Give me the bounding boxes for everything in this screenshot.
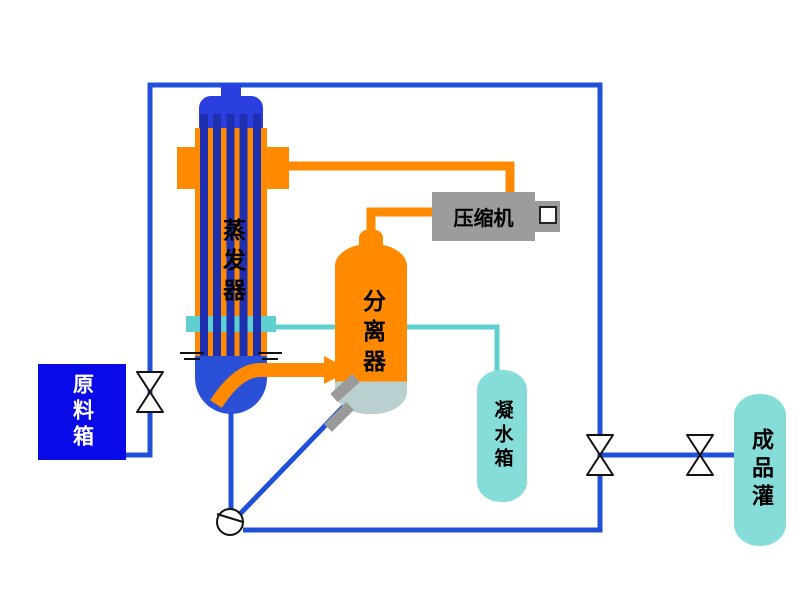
separator-gray-stubs (324, 373, 360, 432)
separator-spout (330, 373, 360, 403)
valve-raw-feed (136, 371, 164, 413)
evaporator-to-compressor-pipe (284, 161, 515, 194)
pump (216, 508, 244, 536)
compressor-box: 压缩机 (432, 192, 535, 241)
separator-drain-stub (324, 402, 354, 432)
raw-material-tank-label: 原料箱 (70, 373, 95, 451)
main-loop-pipe (126, 82, 603, 533)
pump-tangent (216, 513, 244, 523)
evaporator-label: 蒸发器 (218, 218, 245, 308)
raw-material-tank: 原料箱 (38, 364, 126, 460)
transfer-duct-arrowhead (324, 356, 350, 384)
pump-body (216, 508, 244, 536)
transfer-duct-arrow (210, 363, 324, 408)
compressor-port-icon (539, 206, 557, 224)
hatch-marks (180, 352, 282, 360)
evaporator-top-nozzle (221, 84, 241, 98)
valve-product-line-1 (586, 434, 614, 476)
valve-product-line-2 (686, 434, 714, 476)
evaporator-right-nozzle (266, 147, 289, 189)
compressor-label: 压缩机 (453, 206, 514, 230)
product-tank: 成品灌 (734, 394, 786, 546)
evaporator-left-nozzle (177, 147, 196, 189)
condensate-tank: 凝水箱 (477, 370, 527, 502)
separator-label: 分离器 (358, 289, 385, 379)
evaporator-label-box: 蒸发器 (195, 196, 267, 330)
condensate-tank-label: 凝水箱 (491, 400, 514, 472)
evaporator-tube-bundle (200, 114, 266, 358)
product-tank-label: 成品灌 (748, 428, 773, 512)
separator-label-box: 分离器 (335, 276, 407, 392)
